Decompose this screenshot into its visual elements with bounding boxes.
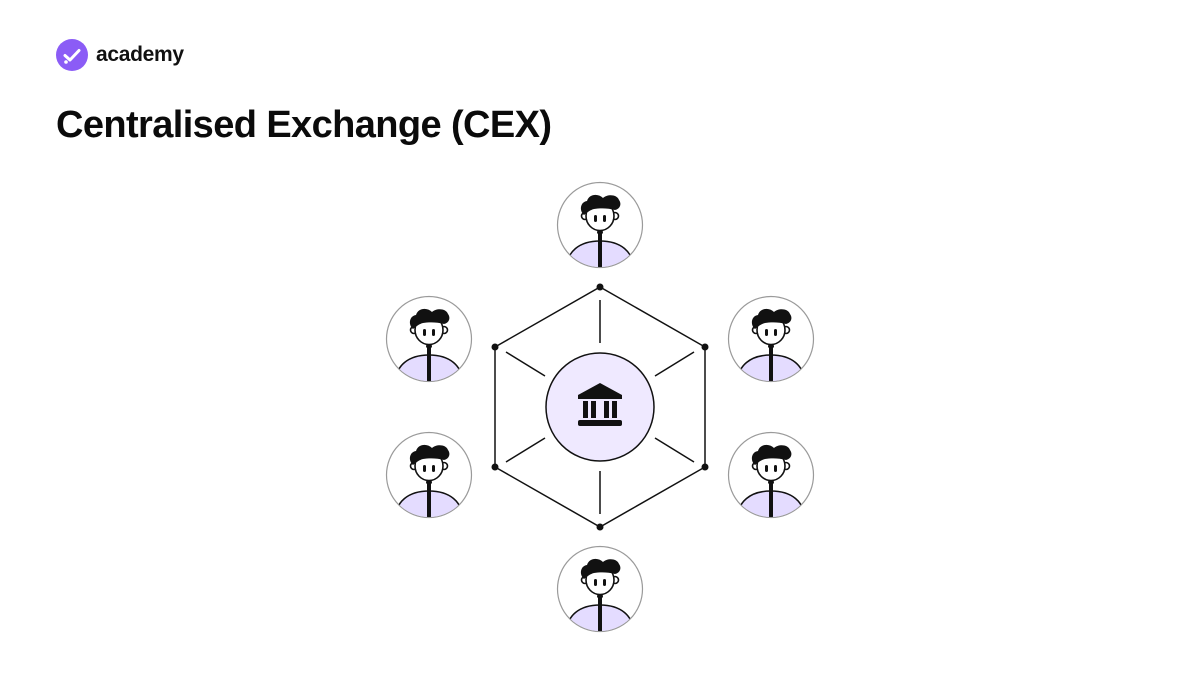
- spoke-lower-right: [654, 437, 695, 463]
- exchange-hub: [545, 352, 655, 462]
- page-title: Centralised Exchange (CEX): [56, 104, 552, 146]
- user-lower-right: [729, 433, 814, 522]
- brand-logo[interactable]: academy: [56, 38, 184, 72]
- user-upper-left: [387, 297, 472, 386]
- user-upper-right: [729, 297, 814, 386]
- node-upper-left: [491, 343, 499, 351]
- node-top: [596, 283, 604, 291]
- bank-building-icon: [578, 383, 622, 426]
- node-lower-left: [491, 463, 499, 471]
- user-avatar-icon: [729, 433, 814, 522]
- user-avatar-icon: [729, 297, 814, 386]
- node-lower-right: [701, 463, 709, 471]
- user-avatar-icon: [387, 297, 472, 386]
- spoke-lower-left: [505, 437, 546, 463]
- user-avatar-icon: [387, 433, 472, 522]
- spoke-upper-left: [505, 351, 546, 377]
- spoke-upper-right: [654, 351, 695, 377]
- node-bottom: [596, 523, 604, 531]
- node-upper-right: [701, 343, 709, 351]
- hexagon-nodes: [491, 283, 709, 531]
- user-top: [558, 183, 643, 272]
- user-avatar-icon: [558, 183, 643, 272]
- user-lower-left: [387, 433, 472, 522]
- hub-circle: [545, 352, 655, 462]
- check-badge-icon: [56, 39, 88, 71]
- user-bottom: [558, 547, 643, 636]
- user-avatar-icon: [558, 547, 643, 636]
- brand-name: academy: [96, 43, 184, 66]
